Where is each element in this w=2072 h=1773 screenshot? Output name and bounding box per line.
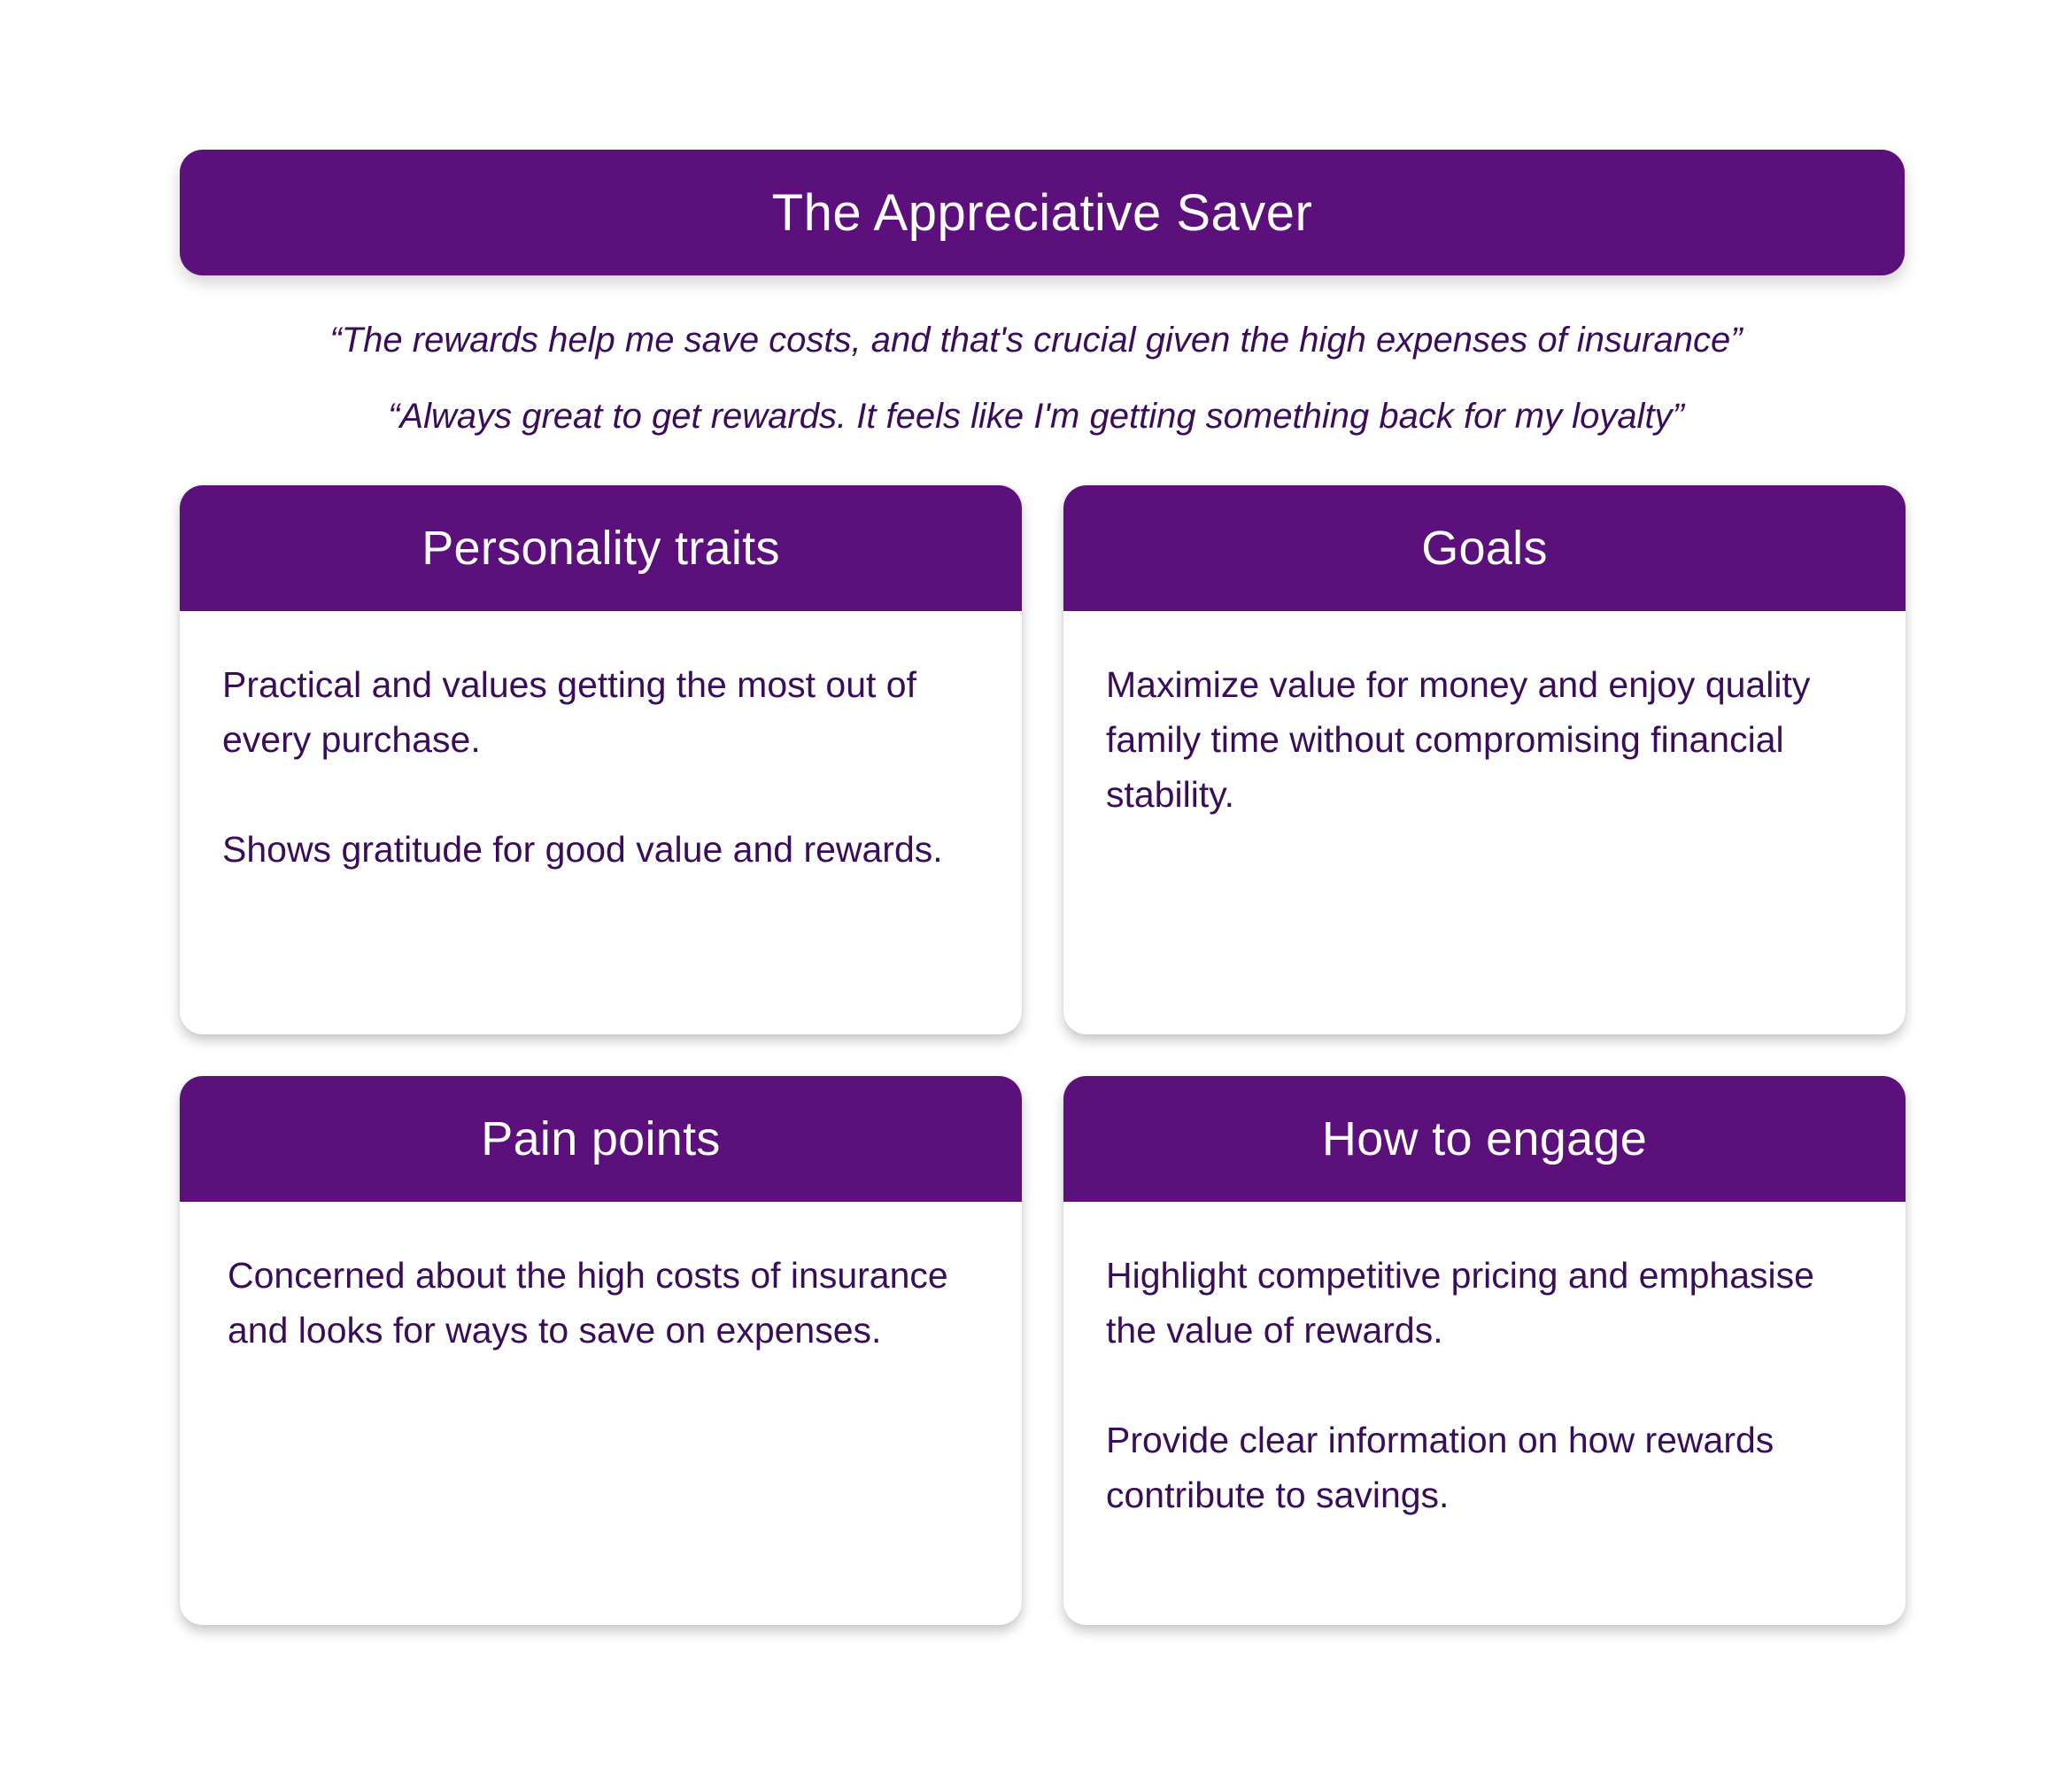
how-to-engage-body: Highlight competitive pricing and emphas…	[1063, 1202, 1906, 1522]
personality-trait-paragraph: Shows gratitude for good value and rewar…	[222, 829, 943, 870]
goals-card: Goals Maximize value for money and enjoy…	[1063, 485, 1906, 1034]
quote-2: “Always great to get rewards. It feels l…	[388, 397, 1684, 436]
pain-points-title: Pain points	[481, 1112, 721, 1165]
pain-points-card: Pain points Concerned about the high cos…	[180, 1076, 1022, 1625]
how-to-engage-header: How to engage	[1063, 1076, 1906, 1202]
pain-points-paragraph: Concerned about the high costs of insura…	[228, 1255, 948, 1351]
how-to-engage-paragraph: Highlight competitive pricing and emphas…	[1106, 1255, 1814, 1351]
pain-points-body: Concerned about the high costs of insura…	[180, 1202, 1022, 1358]
goals-paragraph: Maximize value for money and enjoy quali…	[1106, 664, 1811, 815]
goals-title: Goals	[1421, 522, 1548, 575]
personality-traits-header: Personality traits	[180, 485, 1022, 611]
goals-body: Maximize value for money and enjoy quali…	[1063, 611, 1906, 822]
pain-points-header: Pain points	[180, 1076, 1022, 1202]
persona-title-bar: The Appreciative Saver	[180, 150, 1905, 275]
goals-header: Goals	[1063, 485, 1906, 611]
how-to-engage-card: How to engage Highlight competitive pric…	[1063, 1076, 1906, 1625]
personality-traits-body: Practical and values getting the most ou…	[180, 611, 1022, 877]
quote-1: “The rewards help me save costs, and tha…	[329, 321, 1743, 360]
how-to-engage-title: How to engage	[1321, 1112, 1648, 1165]
how-to-engage-paragraph: Provide clear information on how rewards…	[1106, 1420, 1774, 1515]
personality-traits-title: Personality traits	[421, 522, 780, 575]
persona-title: The Appreciative Saver	[771, 183, 1313, 242]
personality-traits-card: Personality traits Practical and values …	[180, 485, 1022, 1034]
personality-trait-paragraph: Practical and values getting the most ou…	[222, 664, 917, 760]
